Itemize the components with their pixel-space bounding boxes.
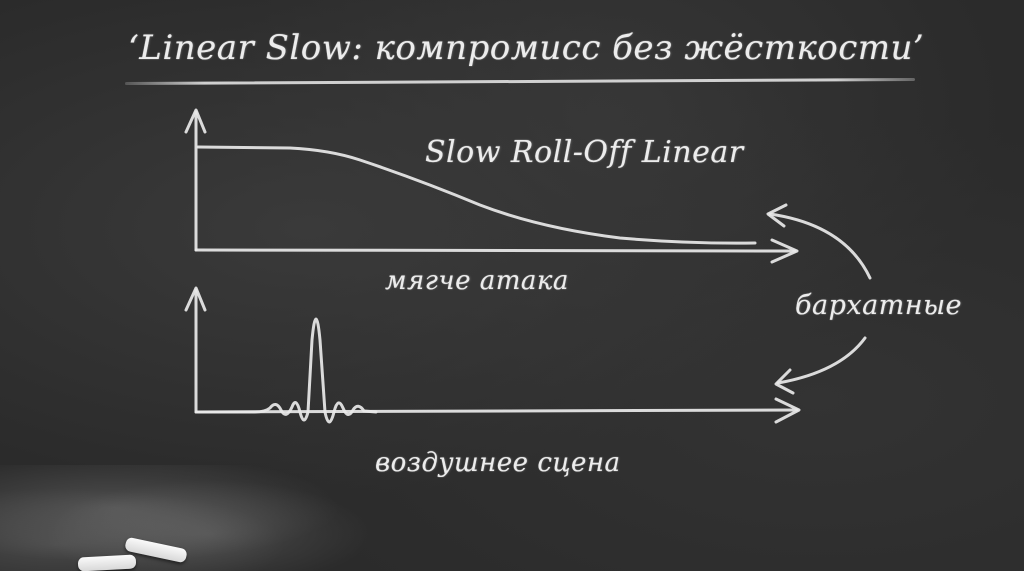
lower-curved-arrow bbox=[776, 336, 867, 385]
bottom-y-arrowhead bbox=[184, 286, 207, 312]
bottom-x-axis bbox=[194, 408, 799, 414]
upper-curved-arrow bbox=[768, 212, 872, 280]
lower-arrowhead bbox=[774, 368, 795, 395]
curve-label: Slow Roll-Off Linear bbox=[425, 135, 744, 170]
chalk-stick bbox=[77, 554, 137, 571]
impulse-response bbox=[196, 317, 378, 424]
top-x-arrowhead bbox=[770, 238, 799, 264]
rolloff-curve bbox=[196, 145, 757, 245]
attack-label: мягче атака bbox=[385, 266, 569, 296]
upper-arrowhead bbox=[766, 203, 788, 228]
bottom-x-arrowhead bbox=[774, 397, 801, 424]
top-y-arrowhead bbox=[184, 108, 207, 134]
top-x-axis bbox=[194, 248, 797, 253]
velvet-label: бархатные bbox=[795, 290, 963, 321]
chalk-smudge bbox=[0, 465, 380, 571]
airy-label: воздушнее сцена bbox=[375, 448, 621, 478]
board-title: ‘Linear Slow: компромисс без жёсткости’ bbox=[128, 28, 925, 68]
